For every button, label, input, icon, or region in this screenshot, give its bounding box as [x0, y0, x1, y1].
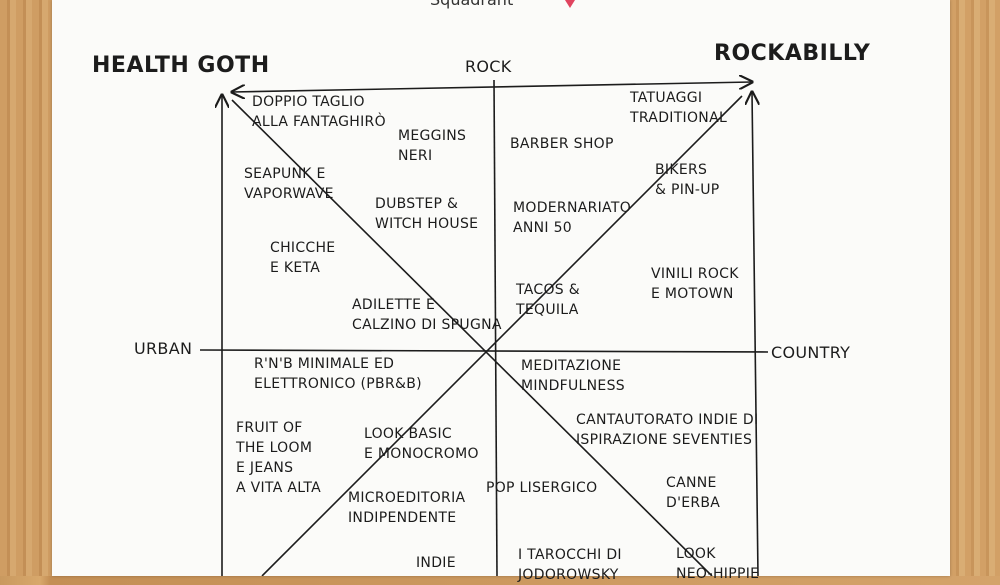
item-line: DUBSTEP & — [375, 194, 478, 214]
axis-label-top: ROCK — [465, 57, 512, 77]
item-line: E JEANS — [236, 458, 321, 478]
item-line: ADILETTE E — [352, 295, 502, 315]
item-line: ANNI 50 — [513, 218, 631, 238]
item-line: TRADITIONAL — [630, 108, 727, 128]
corner-label-top-right: ROCKABILLY — [714, 44, 870, 64]
item-line: CANNE — [666, 473, 720, 493]
label-barber-shop: BARBER SHOP — [510, 134, 614, 154]
item-line: TEQUILA — [516, 300, 580, 320]
item-line: LOOK — [676, 544, 759, 564]
label-tacos-tequila: TACOS &TEQUILA — [516, 280, 580, 320]
item-line: ELETTRONICO (PBR&B) — [254, 374, 422, 394]
corner-label-top-left: HEALTH GOTH — [92, 56, 270, 76]
item-line: BIKERS — [655, 160, 720, 180]
item-line: E KETA — [270, 258, 335, 278]
item-line: LOOK BASIC — [364, 424, 479, 444]
item-line: MEGGINS — [398, 126, 466, 146]
label-bikers-pin-up: BIKERS& PIN-UP — [655, 160, 720, 200]
axis-label-left: URBAN — [134, 339, 192, 359]
item-line: THE LOOM — [236, 438, 321, 458]
item-line: FRUIT OF — [236, 418, 321, 438]
item-line: TATUAGGI — [630, 88, 727, 108]
item-line: & PIN-UP — [655, 180, 720, 200]
item-line: INDIPENDENTE — [348, 508, 465, 528]
item-line: E MOTOWN — [651, 284, 739, 304]
item-line: DOPPIO TAGLIO — [252, 92, 386, 112]
item-line: R'N'B MINIMALE ED — [254, 354, 422, 374]
item-line: NERI — [398, 146, 466, 166]
item-line: MINDFULNESS — [521, 376, 625, 396]
item-line: TACOS & — [516, 280, 580, 300]
item-line: CHICCHE — [270, 238, 335, 258]
item-line: NEO-HIPPIE — [676, 564, 759, 584]
label-dubstep-witch-house: DUBSTEP &WITCH HOUSE — [375, 194, 478, 234]
item-line: MICROEDITORIA — [348, 488, 465, 508]
axis-label-right: COUNTRY — [771, 343, 850, 363]
item-line: CALZINO DI SPUGNA — [352, 315, 502, 335]
item-line: I TAROCCHI DI — [518, 545, 622, 565]
label-indie: INDIE — [416, 553, 456, 573]
item-line: D'ERBA — [666, 493, 720, 513]
item-line: ISPIRAZIONE SEVENTIES — [576, 430, 758, 450]
label-pop-lisergico: POP LISERGICO — [486, 478, 597, 498]
item-line: MODERNARIATO — [513, 198, 631, 218]
item-line: POP LISERGICO — [486, 478, 597, 498]
item-line: CANTAUTORATO INDIE DI — [576, 410, 758, 430]
item-line: E MONOCROMO — [364, 444, 479, 464]
item-line: A VITA ALTA — [236, 478, 321, 498]
item-line: WITCH HOUSE — [375, 214, 478, 234]
item-line: BARBER SHOP — [510, 134, 614, 154]
item-line: VINILI ROCK — [651, 264, 739, 284]
item-line: MEDITAZIONE — [521, 356, 625, 376]
item-line: ALLA FANTAGHIRÒ — [252, 112, 386, 132]
item-line: JODOROWSKY — [518, 565, 622, 585]
item-line: VAPORWAVE — [244, 184, 334, 204]
frame-right — [752, 92, 758, 576]
item-line: SEAPUNK E — [244, 164, 334, 184]
item-line: INDIE — [416, 553, 456, 573]
